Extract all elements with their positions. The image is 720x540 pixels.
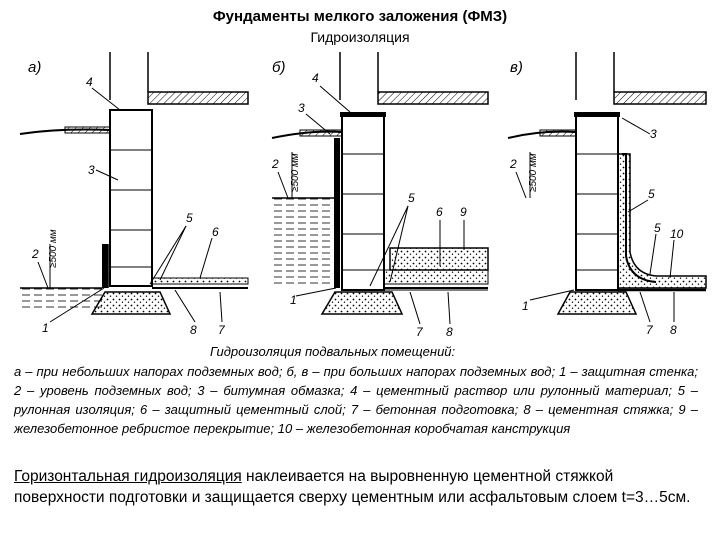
waterproofing-diagram: а) ≥500 мм [19,52,707,339]
panel-label-b: б) [272,59,285,76]
callout-c-5-lower: 5 [654,221,661,235]
callout-b-7: 7 [416,325,424,339]
callout-b-9: 9 [460,205,467,219]
panel-label-a: а) [28,59,41,76]
panel-c: в) ≥500 мм 3 2 5 5 10 1 7 8 [507,52,707,337]
callout-a-3: 3 [88,163,95,177]
callout-c-1: 1 [522,299,529,313]
page-subtitle: Гидроизоляция [310,29,410,45]
body-text: наклеивается на выровненную цементной ст… [14,468,691,506]
callout-b-6: 6 [436,205,443,219]
dimension-a: ≥500 мм [48,229,59,268]
callout-b-2: 2 [271,157,279,171]
callout-b-4: 4 [312,71,319,85]
panel-b: б) ≥500 мм 4 3 [271,52,489,339]
callout-c-5-upper: 5 [648,187,655,201]
callout-a-5: 5 [186,211,193,225]
callout-a-7: 7 [218,323,226,337]
panel-label-c: в) [510,59,523,76]
body-term: Горизонтальная гидроизоляция [14,468,242,485]
panel-a: а) ≥500 мм [19,52,249,337]
dimension-b: ≥500 мм [290,153,301,192]
callout-c-3: 3 [650,127,657,141]
callout-c-2: 2 [509,157,517,171]
callout-c-7: 7 [646,323,654,337]
callout-b-5: 5 [408,191,415,205]
callout-b-3: 3 [298,101,305,115]
callout-a-2: 2 [31,247,39,261]
callout-a-8: 8 [190,323,197,337]
body-paragraph: Горизонтальная гидроизоляция наклеиваетс… [14,466,704,508]
figure-caption-heading: Гидроизоляция подвальных помещений: [210,344,456,359]
callout-a-1: 1 [42,321,49,335]
callout-b-1: 1 [290,293,297,307]
figure-caption: а – при небольших напорах подземных вод;… [14,364,698,436]
dimension-c: ≥500 мм [528,153,539,192]
callout-b-8: 8 [446,325,453,339]
callout-a-6: 6 [212,225,219,239]
page-title: Фундаменты мелкого заложения (ФМЗ) [212,8,508,25]
callout-c-10: 10 [670,227,684,241]
callout-c-8: 8 [670,323,677,337]
callout-a-4: 4 [86,75,93,89]
